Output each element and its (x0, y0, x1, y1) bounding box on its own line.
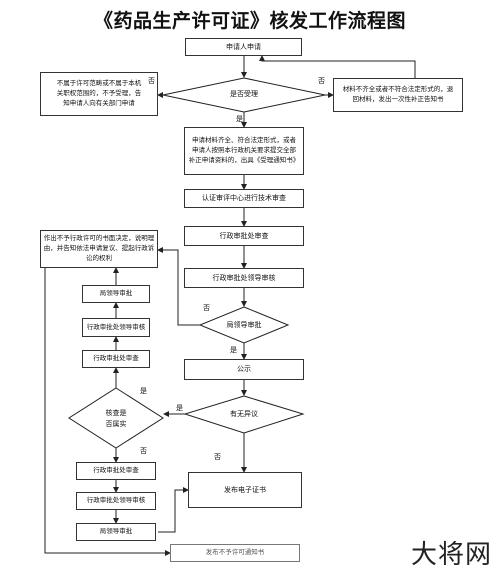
bureau-approve-decision-label: 局领导审批 (226, 321, 262, 329)
label-yes-verify: 是 (140, 387, 147, 395)
not-granted-notice-box: 发布不予许可通知书 (170, 544, 300, 562)
label-no-accept-right: 否 (318, 77, 325, 85)
accept-decision-label: 是否受理 (230, 90, 258, 98)
publicity-box: 公示 (184, 359, 304, 380)
leader-review-bottom-box: 行政审批处领导审核 (76, 492, 156, 510)
accepted-box: 申请材料齐全、符合法定形式，或者 申请人按照本行政机关要求提交全部 补正申请资料… (184, 127, 304, 175)
reject-notice-line-3: 讼的权利 (86, 253, 112, 262)
tech-review-box: 认证审评中心进行技术审查 (184, 189, 304, 208)
incomplete-line-2: 回材料，发出一次性补正告知书 (352, 95, 444, 103)
reject-notice-line-1: 作出不予行政许可的书面决定，说明理 (43, 234, 155, 243)
not-in-scope-line-1: 不属于许可范畴或不属于本机 (56, 79, 142, 88)
label-no-objection: 否 (214, 453, 221, 461)
accepted-line-3: 补正申请资料的，出具《受理通知书》 (188, 155, 300, 164)
bureau-leader-left-box: 局领导审批 (82, 285, 150, 303)
verify-decision-label: 核查是 否属实 (92, 408, 140, 429)
accepted-line-2: 申请人按照本行政机关要求提交全部 (192, 146, 296, 155)
not-in-scope-line-3: 知申请人向有关部门申请 (63, 98, 135, 107)
verify-line-1: 核查是 (105, 409, 127, 417)
reject-notice-box: 作出不予行政许可的书面决定，说明理 由，并告知依法申请复议、提起行政诉 讼的权利 (40, 230, 158, 268)
incomplete-line-1: 材料不齐全或者不符合法定形式的，退 (342, 85, 454, 94)
label-no-accept-left: 否 (148, 77, 155, 85)
reject-notice-line-2: 由，并告知依法申请复议、提起行政诉 (43, 244, 155, 253)
issue-cert-box: 发布电子证书 (188, 472, 302, 508)
label-yes-objection: 是 (176, 404, 183, 412)
verify-line-2: 否属实 (105, 419, 127, 428)
not-in-scope-box: 不属于许可范畴或不属于本机 关职权范围的，不予受理，告 知申请人向有关部门申请 (40, 72, 158, 116)
watermark-logo: 大将网 (410, 540, 492, 570)
accepted-line-1: 申请材料齐全、符合法定形式，或者 (192, 136, 296, 145)
bureau-leader-bottom-box: 局领导审批 (76, 523, 156, 541)
label-no-bureau: 否 (203, 304, 210, 312)
apply-box: 申请人申请 (185, 38, 302, 56)
label-no-verify: 否 (140, 447, 147, 455)
admin-review-bottom-box: 行政审批处审查 (76, 462, 156, 480)
label-yes-accept: 是 (236, 115, 243, 123)
page-title: 《药品生产许可证》核发工作流程图 (93, 10, 406, 32)
incomplete-box: 材料不齐全或者不符合法定形式的，退 回材料，发出一次性补正告知书 (333, 78, 463, 112)
admin-review-left-box: 行政审批处审查 (82, 350, 150, 368)
admin-review-box: 行政审批处审查 (184, 226, 304, 246)
not-in-scope-line-2: 关职权范围的，不予受理，告 (56, 89, 142, 98)
leader-review-box: 行政审批处领导审核 (184, 268, 304, 288)
objection-decision-label: 有无异议 (230, 410, 258, 418)
label-yes-bureau: 是 (230, 346, 237, 354)
leader-review-left-box: 行政审批处领导审核 (82, 318, 150, 337)
